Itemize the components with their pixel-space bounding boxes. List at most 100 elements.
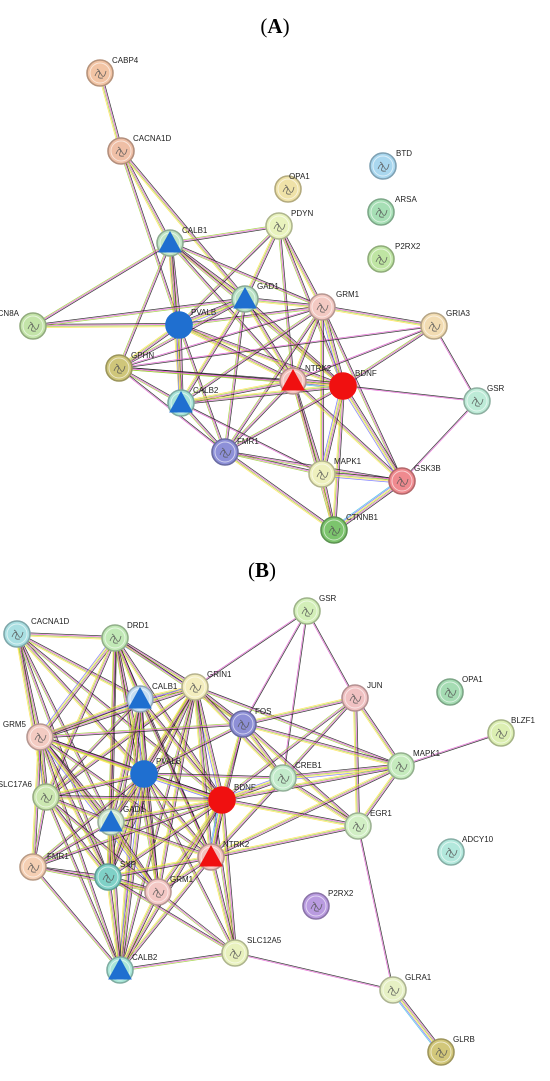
node-adcy10[interactable]: ADCY10 [437, 835, 494, 866]
node-opa1[interactable]: OPA1 [436, 675, 483, 706]
edge-channel-line [16, 634, 144, 775]
node-slc12a5[interactable]: SLC12A5 [221, 936, 282, 967]
node-pdyn[interactable]: PDYN [265, 209, 313, 240]
protein-structure-icon [375, 254, 388, 265]
edge-channel-line [283, 611, 308, 779]
node-drd1[interactable]: DRD1 [101, 621, 149, 652]
node-bubble-highlight [370, 248, 392, 270]
edge-channel-line [121, 699, 143, 971]
edge-ntrk2-slc12a5 [209, 856, 237, 954]
protein-structure-icon [428, 321, 441, 332]
protein-structure-icon [27, 862, 40, 873]
node-bubble-highlight [296, 600, 318, 622]
edge-gsk3b-ctnnb1 [332, 478, 404, 533]
node-mapk1[interactable]: MAPK1 [387, 749, 441, 780]
edge-channel-line [32, 298, 246, 327]
edge-channel-line [178, 325, 343, 387]
node-gsr[interactable]: GSR [463, 384, 505, 415]
node-egr1[interactable]: EGR1 [344, 809, 392, 840]
edge-channel-line [118, 798, 221, 970]
edge-channel-line [46, 774, 145, 798]
edge-channel-line [180, 305, 322, 403]
node-scn8a[interactable]: SCN8A [0, 309, 47, 340]
node-mapk1[interactable]: MAPK1 [308, 457, 362, 488]
node-btd[interactable]: BTD [369, 149, 412, 180]
node-ntrk2[interactable]: NTRK2 [197, 840, 250, 871]
node-jun[interactable]: JUN [341, 681, 383, 712]
node-glrb[interactable]: GLRB [427, 1035, 475, 1066]
edge-channel-line [244, 299, 343, 387]
node-calb2[interactable]: CALB2 [106, 953, 158, 984]
edge-channel-line [117, 773, 143, 970]
edge-gad1-fmr1 [32, 820, 112, 869]
edge-channel-line [321, 385, 344, 475]
node-pvalb[interactable]: PVALB [130, 757, 181, 788]
node-blzf1[interactable]: BLZF1 [487, 716, 536, 747]
node-gphn[interactable]: GPHN [105, 351, 154, 382]
node-grm1[interactable]: GRM1 [144, 875, 194, 906]
node-grm1[interactable]: GRM1 [308, 290, 360, 321]
edge-channel-line [321, 308, 434, 328]
node-pvalb[interactable]: PVALB [165, 308, 216, 339]
node-cacna1d[interactable]: CACNA1D [3, 617, 69, 648]
node-p2rx2[interactable]: P2RX2 [367, 242, 421, 273]
edge-channel-line [15, 634, 144, 776]
node-bubble-highlight [35, 786, 57, 808]
node-label: GAD1 [123, 805, 145, 814]
node-label: CALB1 [152, 682, 178, 691]
node-grin1[interactable]: GRIN1 [181, 670, 232, 701]
node-ctnnb1[interactable]: CTNNB1 [320, 513, 379, 544]
node-cabp4[interactable]: CABP4 [86, 56, 139, 87]
edge-pvalb-bdnf [178, 323, 344, 388]
node-gad1[interactable]: GAD1 [231, 282, 279, 313]
node-calb1[interactable]: CALB1 [156, 226, 208, 257]
edge-channel-line [400, 732, 501, 766]
node-gsk3b[interactable]: GSK3B [388, 464, 441, 495]
node-gria3[interactable]: GRIA3 [420, 309, 471, 340]
node-cacna1d[interactable]: CACNA1D [107, 134, 171, 165]
node-gsr[interactable]: GSR [293, 594, 337, 625]
edge-channel-line [120, 857, 212, 971]
edge-channel-line [342, 325, 435, 387]
node-syp[interactable]: SYP [94, 860, 136, 891]
node-bdnf[interactable]: BDNF [329, 369, 377, 400]
node-fmr1[interactable]: FMR1 [19, 852, 69, 881]
edge-channel-line [179, 323, 344, 385]
node-gad1[interactable]: GAD1 [97, 805, 145, 836]
edge-channel-line [120, 150, 180, 326]
node-opa1[interactable]: OPA1 [274, 172, 310, 203]
node-label: SLC17A6 [0, 780, 33, 789]
node-grm5[interactable]: GRM5 [3, 720, 54, 751]
node-calb1[interactable]: CALB1 [126, 682, 178, 713]
node-slc17a6[interactable]: SLC17A6 [0, 780, 60, 811]
edge-channel-line [170, 242, 295, 381]
node-calb2[interactable]: CALB2 [167, 386, 219, 417]
edge-mapk1-bdnf [221, 764, 402, 802]
node-fmr1[interactable]: FMR1 [211, 437, 259, 466]
node-glra1[interactable]: GLRA1 [379, 973, 432, 1004]
edge-channel-line [114, 637, 196, 688]
edge-channel-line [107, 877, 235, 955]
edge-channel-line [18, 633, 48, 797]
edge-channel-line [335, 482, 404, 533]
node-creb1[interactable]: CREB1 [269, 761, 322, 792]
node-fos[interactable]: FOS [229, 707, 271, 738]
edge-jun-fos [242, 696, 356, 726]
node-label: GPHN [131, 351, 154, 360]
edge-channel-line [121, 892, 160, 971]
edge-channel-line [344, 384, 405, 481]
panel-a-label: (A) [260, 14, 289, 38]
node-bdnf[interactable]: BDNF [208, 783, 256, 814]
node-arsa[interactable]: ARSA [367, 195, 417, 226]
edge-channel-line [120, 857, 213, 972]
edge-channel-line [140, 697, 224, 800]
node-label: MAPK1 [334, 457, 362, 466]
edge-channel-line [157, 892, 235, 955]
node-p2rx2[interactable]: P2RX2 [302, 889, 354, 920]
edge-channel-line [243, 299, 292, 383]
node-ntrk2[interactable]: NTRK2 [279, 364, 332, 395]
edge-channel-line [334, 482, 404, 532]
edge-layer [15, 610, 502, 1054]
edge-channel-line [180, 306, 323, 404]
node-label: CREB1 [295, 761, 322, 770]
